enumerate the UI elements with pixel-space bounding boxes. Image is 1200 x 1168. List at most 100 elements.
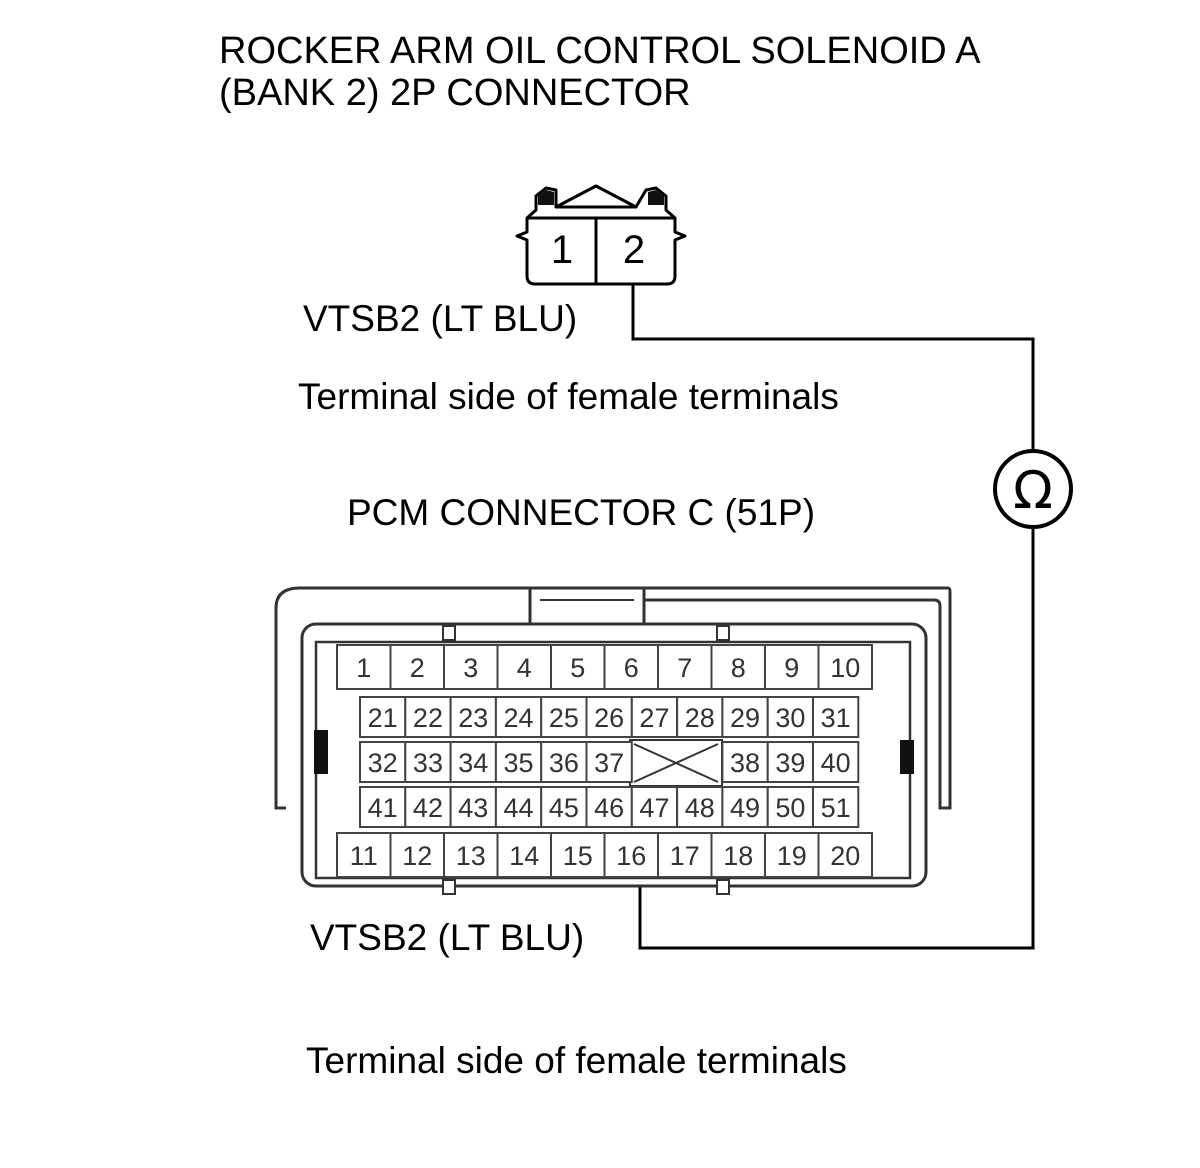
pcm-terminal-number: 26 bbox=[594, 703, 624, 733]
pcm-terminal-number: 4 bbox=[517, 653, 532, 683]
pcm-terminal-number: 48 bbox=[685, 793, 715, 823]
pcm-terminal-number: 16 bbox=[616, 841, 646, 871]
pcm-terminal-number: 40 bbox=[821, 748, 851, 778]
pcm-terminal-cell bbox=[336, 832, 392, 878]
pcm-terminal-number: 51 bbox=[821, 793, 851, 823]
pcm-terminal-cell bbox=[817, 832, 873, 878]
pcm-terminal-number: 5 bbox=[570, 653, 585, 683]
pcm-terminal-cell bbox=[603, 832, 659, 878]
pcm-terminal-number: 42 bbox=[413, 793, 443, 823]
pcm-terminal-number: 8 bbox=[731, 653, 746, 683]
pcm-terminal-cell bbox=[657, 832, 713, 878]
pcm-terminal-number: 10 bbox=[830, 653, 860, 683]
pcm-terminal-number: 20 bbox=[830, 841, 860, 871]
solenoid-2p-connector bbox=[515, 184, 687, 286]
pcm-terminal-number: 13 bbox=[456, 841, 486, 871]
pcm-terminal-cell bbox=[494, 741, 543, 783]
solenoid-pin-2: 2 bbox=[623, 228, 645, 272]
ohmmeter-icon: Ω bbox=[993, 449, 1073, 529]
pcm-terminal-number: 1 bbox=[356, 653, 371, 683]
pcm-terminal-cell bbox=[496, 644, 552, 690]
pcm-terminal-cell bbox=[710, 644, 766, 690]
solenoid-pin-1: 1 bbox=[551, 228, 573, 272]
pcm-terminal-number: 25 bbox=[549, 703, 579, 733]
pcm-terminal-number: 37 bbox=[594, 748, 624, 778]
pcm-terminal-number: 3 bbox=[463, 653, 478, 683]
pcm-terminal-cell bbox=[676, 786, 724, 828]
pcm-terminal-cell bbox=[449, 696, 497, 738]
pcm-terminal-number: 30 bbox=[775, 703, 805, 733]
ohm-symbol: Ω bbox=[1013, 461, 1053, 521]
pcm-terminal-cell bbox=[812, 786, 860, 828]
pcm-terminal-cell bbox=[540, 741, 588, 783]
pcm-terminal-number: 34 bbox=[458, 748, 488, 778]
pcm-terminal-number: 29 bbox=[730, 703, 760, 733]
pcm-terminal-number: 2 bbox=[410, 653, 425, 683]
connector-title-line-1: ROCKER ARM OIL CONTROL SOLENOID A bbox=[219, 30, 981, 72]
pcm-terminal-cell bbox=[336, 644, 392, 690]
pcm-terminal-cell bbox=[585, 741, 633, 783]
pcm-terminal-number: 6 bbox=[624, 653, 639, 683]
pcm-terminal-cell bbox=[812, 741, 860, 783]
pcm-terminal-number: 22 bbox=[413, 703, 443, 733]
test-lead-wire bbox=[631, 284, 1035, 450]
pcm-terminal-cell bbox=[389, 832, 445, 878]
pcm-terminal-number: 12 bbox=[402, 841, 432, 871]
pcm-terminal-number: 11 bbox=[350, 841, 378, 871]
pcm-terminal-number: 32 bbox=[368, 748, 398, 778]
pcm-terminal-cell bbox=[496, 832, 552, 878]
pcm-terminal-cell bbox=[721, 696, 769, 738]
pcm-terminal-note: Terminal side of female terminals bbox=[306, 1040, 847, 1081]
pcm-terminal-cell bbox=[449, 741, 497, 783]
pcm-connector-title: PCM CONNECTOR C (51P) bbox=[347, 492, 816, 533]
pcm-terminal-cell bbox=[585, 696, 633, 738]
pcm-wire-label: VTSB2 (LT BLU) bbox=[310, 917, 585, 958]
pcm-terminal-number: 18 bbox=[723, 841, 753, 871]
pcm-terminal-number: 35 bbox=[504, 748, 534, 778]
pcm-terminal-number: 14 bbox=[509, 841, 539, 871]
pcm-terminal-number: 27 bbox=[639, 703, 669, 733]
pcm-terminal-cell bbox=[764, 832, 820, 878]
pcm-terminal-cell bbox=[766, 696, 815, 738]
pcm-terminal-number: 17 bbox=[670, 841, 700, 871]
pcm-terminal-number: 9 bbox=[784, 653, 799, 683]
pcm-terminal-cell bbox=[550, 644, 606, 690]
pcm-terminal-number: 19 bbox=[777, 841, 807, 871]
pcm-terminal-cell bbox=[721, 741, 769, 783]
pcm-terminal-number: 38 bbox=[730, 748, 760, 778]
solenoid-wire-label: VTSB2 (LT BLU) bbox=[303, 298, 578, 339]
test-lead-wire-pcm bbox=[638, 528, 1035, 950]
pcm-terminal-number: 44 bbox=[504, 793, 534, 823]
connector-title-line-2: (BANK 2) 2P CONNECTOR bbox=[219, 72, 691, 114]
solenoid-terminal-note: Terminal side of female terminals bbox=[298, 376, 839, 417]
pcm-terminal-cell bbox=[630, 786, 679, 828]
pcm-terminal-number: 21 bbox=[368, 703, 398, 733]
pcm-terminal-cell bbox=[764, 644, 820, 690]
pcm-terminal-number: 15 bbox=[563, 841, 593, 871]
pcm-terminal-cell bbox=[359, 696, 407, 738]
pcm-terminal-cell bbox=[721, 786, 769, 828]
pcm-terminal-cell bbox=[676, 696, 724, 738]
pcm-terminal-number: 46 bbox=[594, 793, 624, 823]
pcm-terminal-number: 36 bbox=[549, 748, 579, 778]
pcm-terminal-number: 28 bbox=[685, 703, 715, 733]
pcm-terminal-cell bbox=[603, 644, 659, 690]
pcm-terminal-number: 45 bbox=[549, 793, 579, 823]
pcm-terminal-cell bbox=[817, 644, 873, 690]
pcm-terminal-cell bbox=[550, 832, 606, 878]
pcm-terminal-number: 50 bbox=[775, 793, 805, 823]
pcm-terminal-number: 33 bbox=[413, 748, 443, 778]
pcm-terminal-number: 23 bbox=[458, 703, 488, 733]
pcm-terminal-number: 47 bbox=[639, 793, 669, 823]
pcm-terminal-number: 43 bbox=[458, 793, 488, 823]
pcm-terminal-number: 31 bbox=[821, 703, 851, 733]
pcm-terminal-cell bbox=[359, 741, 407, 783]
pcm-terminal-number: 24 bbox=[504, 703, 534, 733]
pcm-terminal-number: 41 bbox=[368, 793, 398, 823]
pcm-terminal-number: 39 bbox=[775, 748, 805, 778]
pcm-terminal-cell bbox=[657, 644, 713, 690]
pcm-terminal-number: 7 bbox=[677, 653, 692, 683]
pcm-terminal-number: 49 bbox=[730, 793, 760, 823]
